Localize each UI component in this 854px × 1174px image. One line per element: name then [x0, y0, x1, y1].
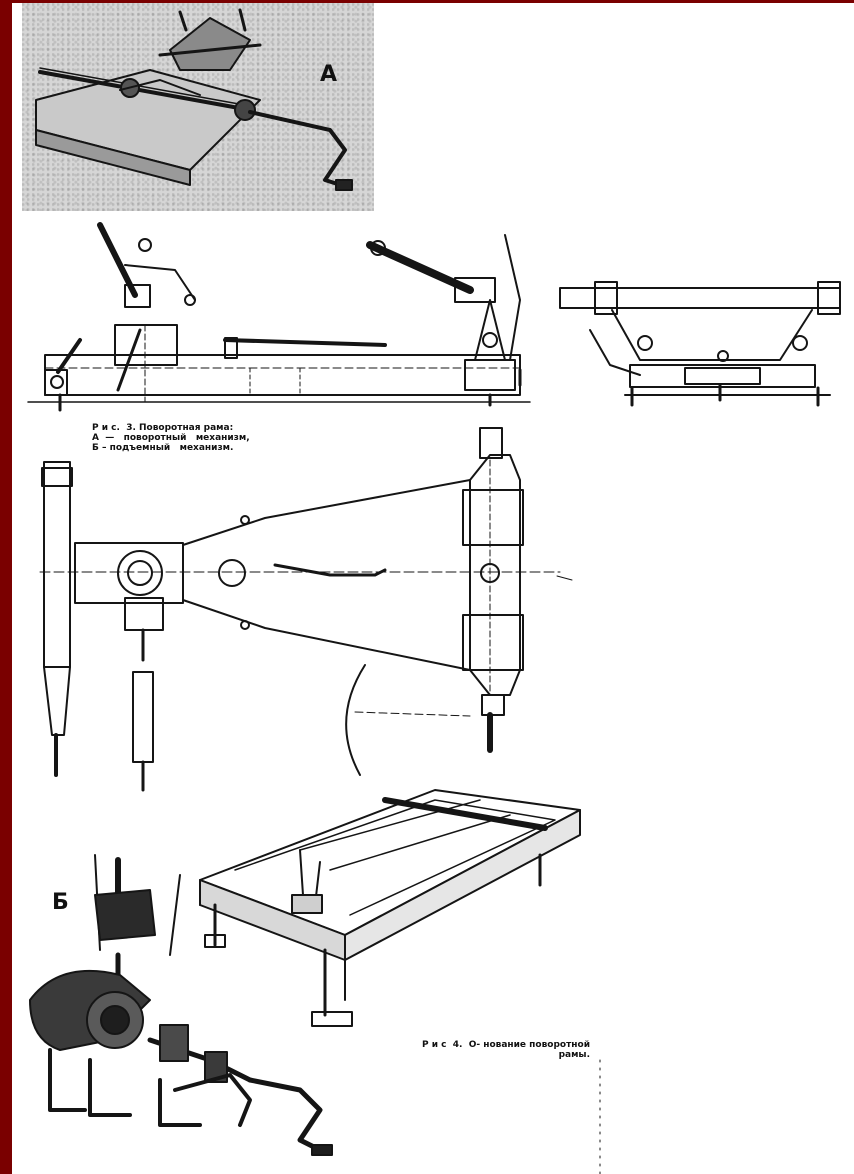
lifting-mechanism-drawing [29, 854, 333, 1156]
plan-view-drawing [39, 427, 561, 792]
photo-mechanism-drawing [35, 8, 353, 191]
figure-3-caption-line: Р и с. 3. Поворотная рама: [92, 423, 234, 433]
side-elevation-drawing [27, 222, 531, 412]
frame-left-border [0, 0, 12, 1174]
figure-4-caption: Р и с 4. О- нование поворотной рамы. [390, 1040, 590, 1060]
base-frame-drawing [199, 789, 581, 1027]
figure-4-caption-line: Р и с 4. О- нование поворотной [422, 1040, 590, 1050]
figure-label-a: А [320, 62, 338, 87]
figure-3-caption-line: А — поворотный механизм, [92, 433, 250, 443]
figure-3-caption: Р и с. 3. Поворотная рама: А — поворотны… [92, 423, 250, 453]
figure-3-caption-line: Б – подъемный механизм. [92, 443, 234, 453]
end-elevation-drawing [559, 281, 841, 407]
figure-label-b: Б [52, 890, 69, 915]
frame-top-border [0, 0, 854, 3]
figure-4-caption-line: рамы. [558, 1050, 590, 1060]
margin-marks [556, 575, 601, 1174]
